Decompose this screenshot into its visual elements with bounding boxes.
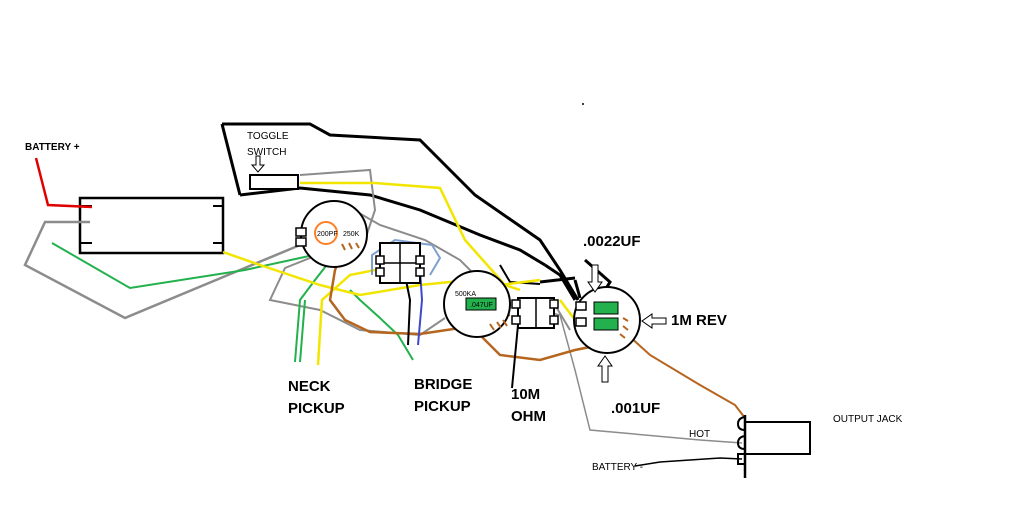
resistor-label: 10M: [511, 386, 540, 403]
green-wire-3: [299, 299, 306, 363]
pot-1m-rev-label: 1M REV: [671, 312, 727, 329]
cap-001uf-label: .001UF: [611, 400, 660, 417]
black-wire-3: [544, 263, 577, 301]
arrow-left-icon: [641, 313, 667, 329]
black-wire-5: [499, 264, 541, 285]
toggle-switch: [249, 174, 299, 190]
bridge-pickup-label: BRIDGE: [414, 376, 472, 393]
hot-label: HOT: [689, 429, 710, 440]
cap-200pf: [314, 221, 338, 245]
black-wire-2: [239, 186, 546, 267]
toggle-switch-label-2: SWITCH: [247, 147, 286, 158]
arrow-down-icon: [587, 264, 603, 293]
battery-plus-label: BATTERY +: [25, 142, 80, 153]
green-wire-bridge: [349, 289, 414, 361]
pot-250k-label: 250K: [343, 231, 360, 238]
yellow-wire: [300, 181, 521, 292]
battery-box: [78, 196, 225, 255]
output-jack: [744, 421, 811, 455]
battery-minus-wire: [634, 457, 743, 467]
arrow-up-icon: [597, 355, 613, 383]
bridge-pickup-label-2: PICKUP: [414, 398, 471, 415]
resistor-pointer: [511, 324, 519, 389]
toggle-switch-label: TOGGLE: [247, 131, 289, 142]
battery-minus-label: BATTERY -: [592, 462, 643, 473]
yellow-wire-3: [316, 263, 401, 366]
resistor-label-2: OHM: [511, 408, 546, 425]
cap-0022uf-label: .0022UF: [583, 233, 641, 250]
cap-047uf-label: .047UF: [470, 302, 493, 309]
cap-200pf-label: 200PF: [317, 231, 338, 238]
neck-pickup-label-2: PICKUP: [288, 400, 345, 417]
pot-500ka-label: 500KA: [455, 291, 476, 298]
gray-output-hot-wire: [539, 309, 743, 444]
cap-001uf: [593, 317, 619, 331]
green-wire: [51, 242, 346, 290]
red-battery-wire: [34, 157, 93, 209]
cap-047uf: [465, 297, 497, 311]
neck-pickup-label: NECK: [288, 378, 331, 395]
black-ground-wire: [220, 122, 580, 301]
brown-output-wire: [627, 334, 746, 419]
cap-0022uf: [593, 301, 619, 315]
output-jack-label: OUTPUT JACK: [833, 414, 903, 425]
toggle-arrow-icon: [250, 155, 266, 173]
